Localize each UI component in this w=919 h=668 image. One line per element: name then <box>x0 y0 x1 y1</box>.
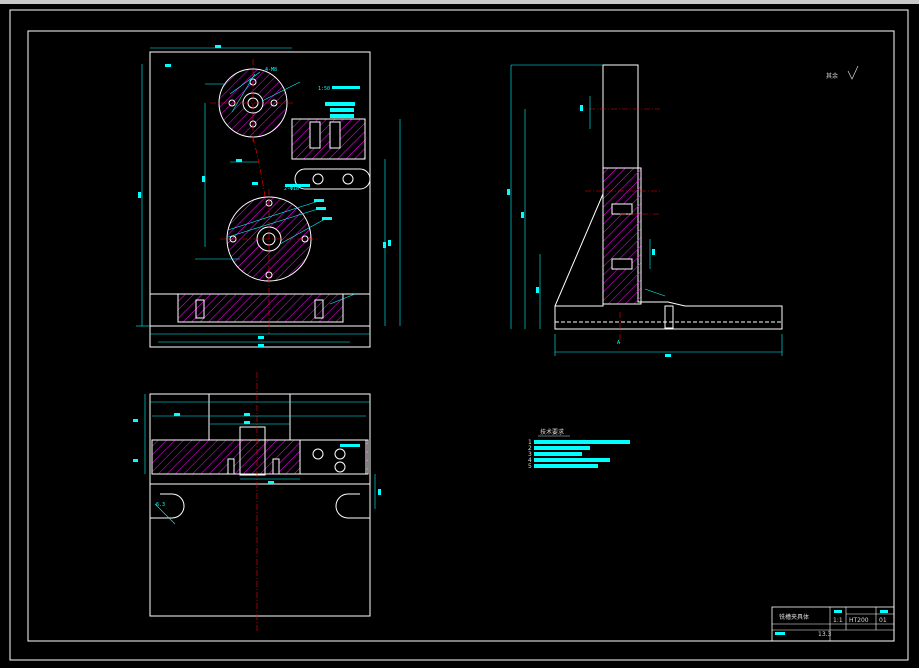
title-block-scale: 1:1 <box>833 617 843 624</box>
note-2-number: 2 <box>528 445 532 452</box>
title-block-quantity: 01 <box>879 617 887 624</box>
front-view: 4-M8 1:50 2-Φ18 <box>136 45 401 348</box>
roughness-symbol <box>847 65 859 80</box>
slot-block-section <box>291 118 366 160</box>
side-view-section <box>602 167 642 305</box>
notes-title: 技术要求 <box>540 428 564 436</box>
note-1-number: 1 <box>528 439 532 446</box>
side-view: A 其余 <box>507 64 859 357</box>
outer-sheet-border <box>9 9 909 661</box>
front-hole-label-mid: 2-Φ18 <box>284 186 299 192</box>
note-4-text <box>534 458 610 462</box>
technical-requirements: 技术要求 1 2 3 4 5 <box>528 428 630 470</box>
title-block-title: 铣槽夹具体 <box>779 613 809 621</box>
plan-view: 6.3 <box>133 372 381 632</box>
plan-roughness-label: 6.3 <box>156 502 165 508</box>
note-4-number: 4 <box>528 457 532 464</box>
note-3-text <box>534 452 582 456</box>
note-5-text <box>534 464 598 468</box>
cad-drawing-canvas[interactable]: 4-M8 1:50 2-Φ18 <box>0 4 919 668</box>
front-section-ref: 1:50 <box>318 86 330 92</box>
note-3-number: 3 <box>528 451 532 458</box>
title-block-material: HT200 <box>849 617 869 624</box>
title-block-weight: 13.3 <box>818 631 832 638</box>
note-5-number: 5 <box>528 463 532 470</box>
side-datum-label: A <box>617 340 620 346</box>
roughness-note: 其余 <box>826 72 838 80</box>
plan-view-body <box>149 393 371 617</box>
note-1-text <box>534 440 630 444</box>
front-hole-label-top: 4-M8 <box>265 67 277 73</box>
side-view-body <box>554 64 783 330</box>
inner-sheet-border <box>27 30 895 642</box>
title-block: 铣槽夹具体 1:1 HT200 01 13.3 <box>771 606 895 642</box>
window-top-strip <box>0 0 919 4</box>
note-2-text <box>534 446 590 450</box>
